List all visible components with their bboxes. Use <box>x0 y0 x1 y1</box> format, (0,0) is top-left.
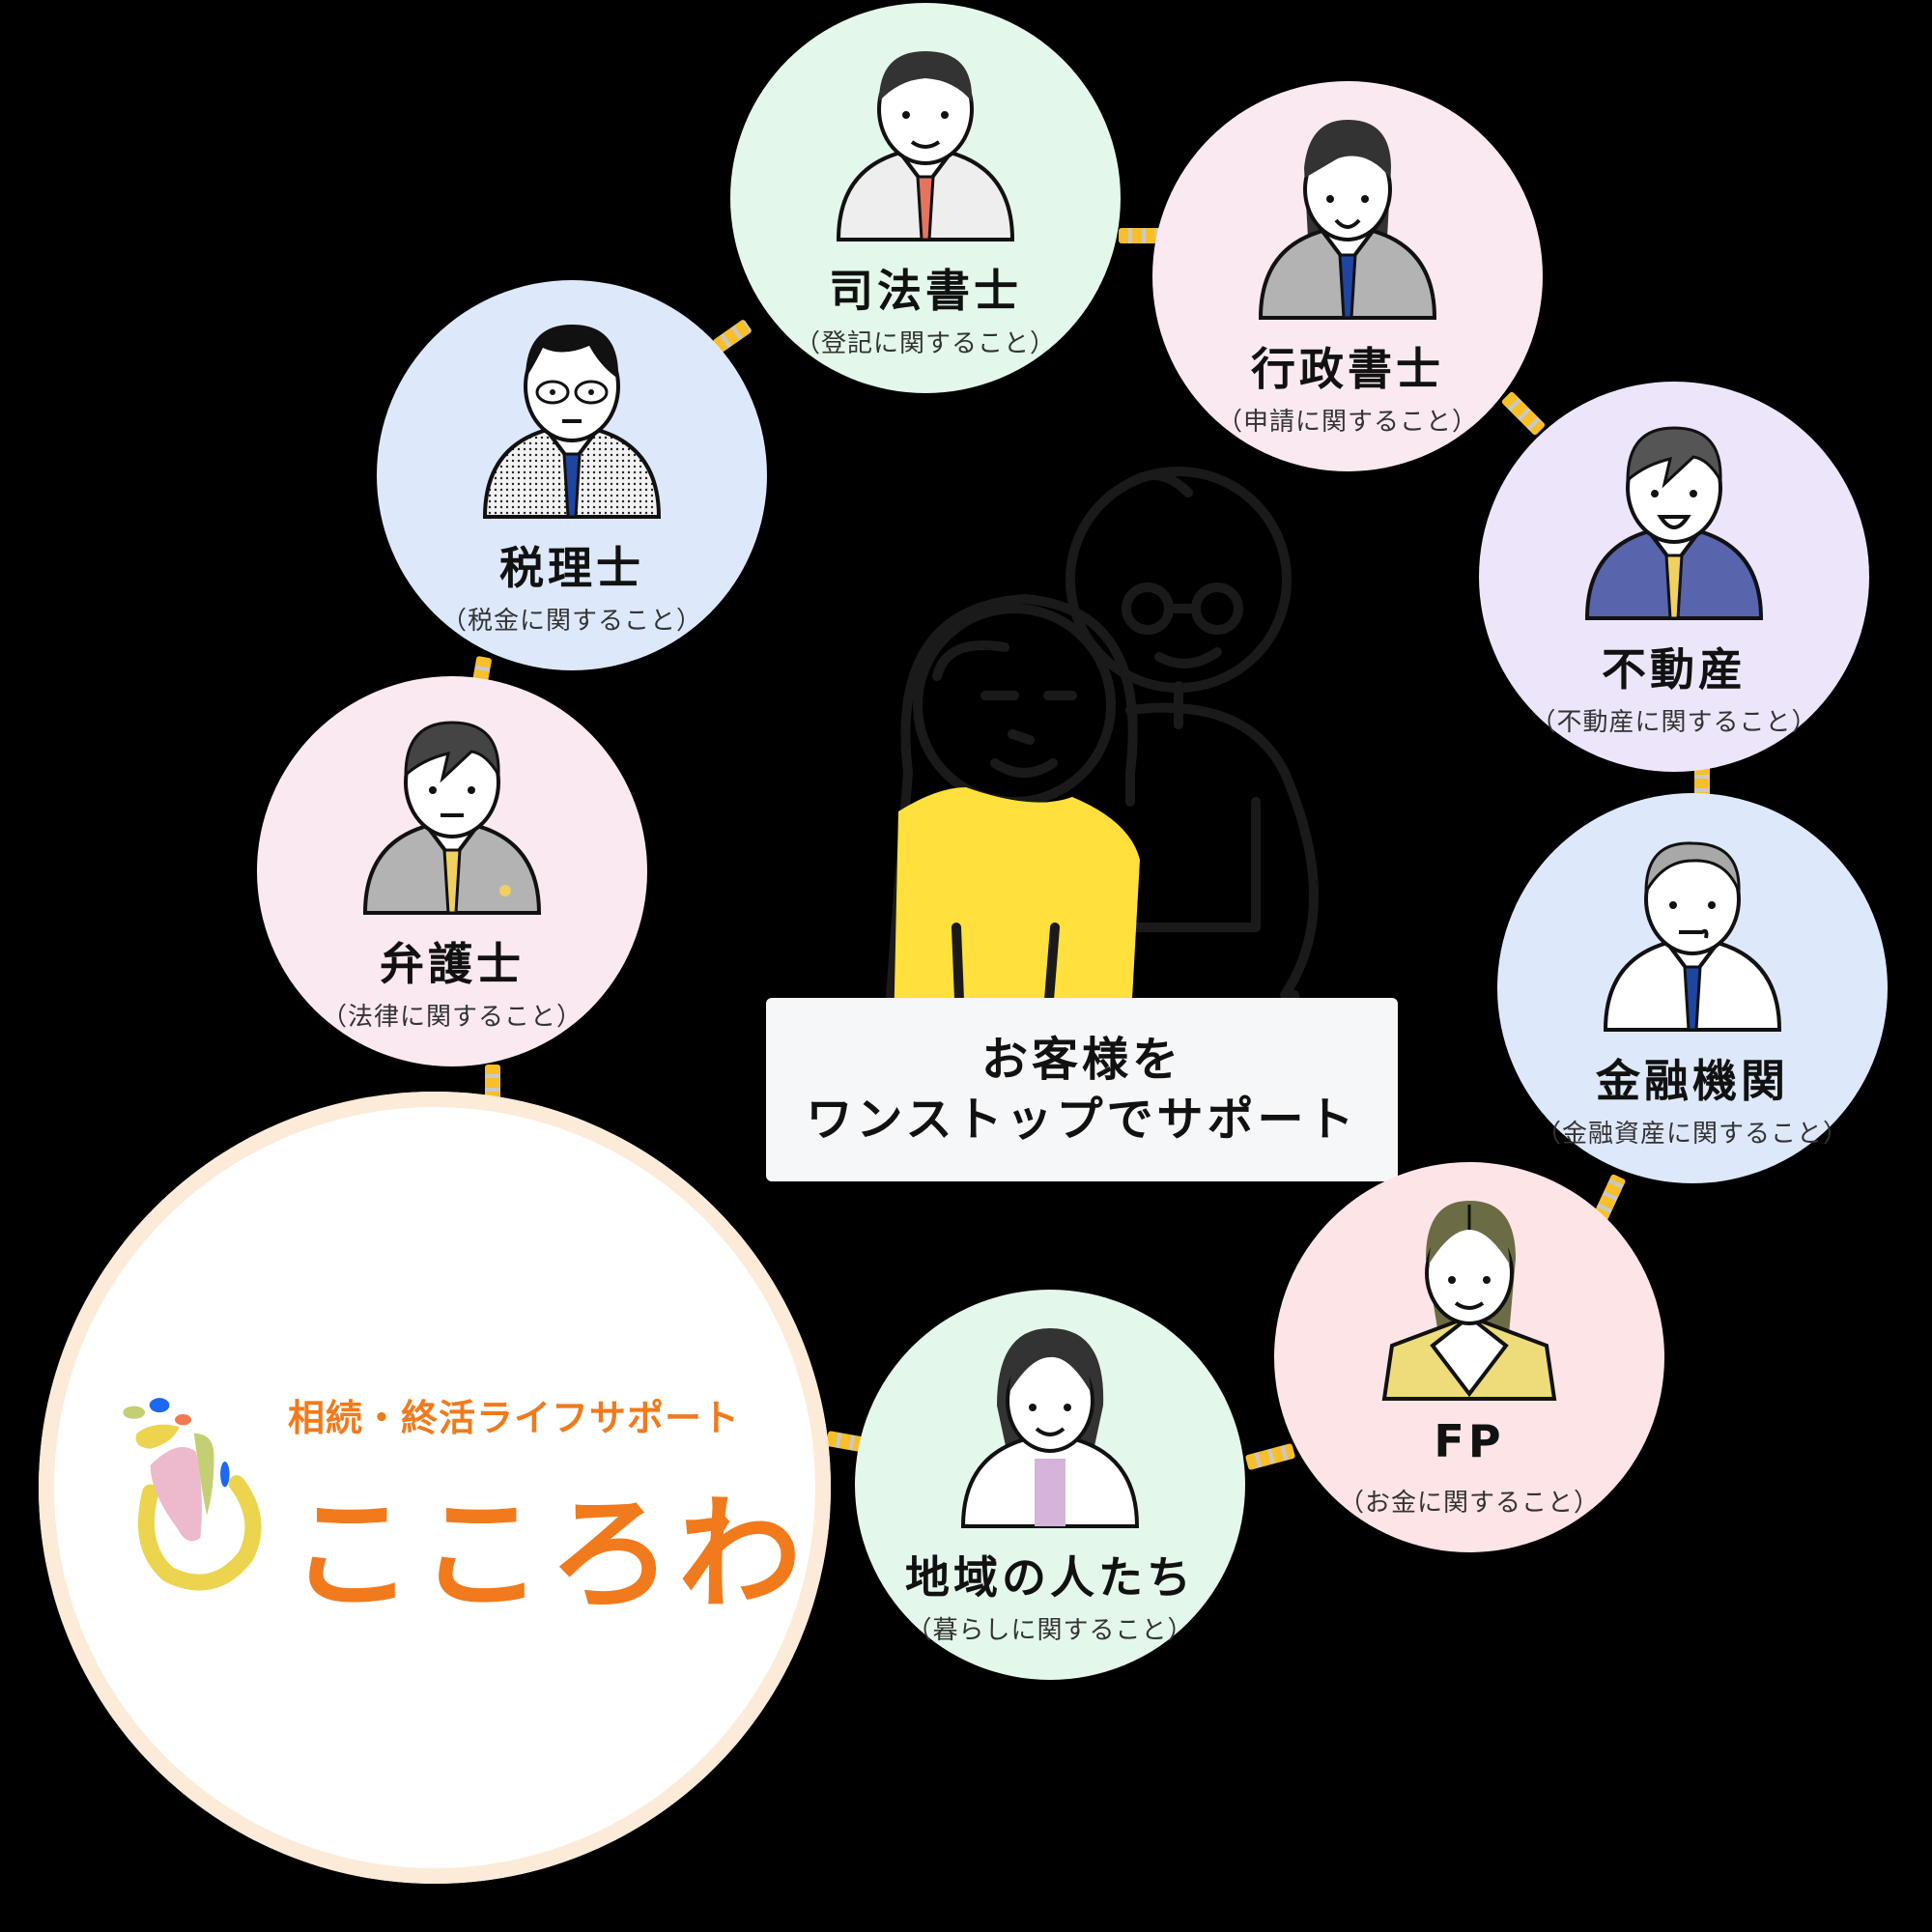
node-local-community: 地域の人たち （暮らしに関すること） <box>855 1290 1245 1680</box>
node-subtitle: （不動産に関すること） <box>1530 708 1818 737</box>
man-avatar-icon <box>362 721 542 915</box>
man-avatar-icon <box>1584 426 1764 620</box>
connector-shihou-gyousei <box>1119 228 1163 243</box>
node-subtitle: （金融資産に関すること） <box>1535 1120 1849 1149</box>
node-subtitle: （申請に関すること） <box>1216 408 1478 437</box>
woman-avatar-icon <box>960 1328 1140 1528</box>
node-title: 行政書士 <box>1251 343 1444 395</box>
woman-avatar-icon <box>1258 120 1437 320</box>
node-subtitle: （登記に関すること） <box>794 329 1056 358</box>
node-judicial-scrivener: 司法書士 （登記に関すること） <box>730 3 1121 393</box>
hub-tagline: 相続・終活ライフサポート <box>288 1397 741 1439</box>
node-subtitle: （お金に関すること） <box>1338 1489 1600 1518</box>
node-title: 地域の人たち <box>905 1551 1195 1604</box>
node-lawyer: 弁護士 （法律に関すること） <box>257 676 647 1066</box>
node-financial-planner: FP （お金に関すること） <box>1274 1162 1664 1552</box>
node-title: 弁護士 <box>380 938 525 990</box>
hub-brand-name: こころわ <box>290 1483 809 1627</box>
node-title: 金融機関 <box>1596 1055 1789 1107</box>
node-financial-institution: 金融機関 （金融資産に関すること） <box>1497 793 1888 1183</box>
man-with-glasses-avatar-icon <box>482 325 662 519</box>
caption-line-1: お客様を <box>980 1033 1182 1087</box>
node-subtitle: （暮らしに関すること） <box>906 1616 1194 1645</box>
node-subtitle: （税金に関すること） <box>440 607 702 636</box>
node-tax-accountant: 税理士 （税金に関すること） <box>377 280 767 670</box>
node-administrative-scrivener: 行政書士 （申請に関すること） <box>1152 81 1543 471</box>
kokorowa-logo-icon <box>123 1398 262 1591</box>
customers-illustration <box>884 467 1319 1034</box>
connector-bengo-hub <box>485 1065 500 1099</box>
man-avatar-icon <box>836 51 1015 242</box>
node-title: 不動産 <box>1602 643 1747 696</box>
node-real-estate: 不動産 （不動産に関すること） <box>1479 382 1869 772</box>
node-title: 司法書士 <box>829 265 1022 317</box>
node-title: 税理士 <box>499 542 644 594</box>
node-title: FP <box>1434 1415 1505 1467</box>
node-subtitle: （法律に関すること） <box>321 1003 582 1032</box>
senior-man-avatar-icon <box>1603 841 1782 1032</box>
center-caption: お客様を ワンストップでサポート <box>766 998 1398 1181</box>
woman-avatar-icon <box>1381 1201 1557 1401</box>
caption-line-2: ワンストップでサポート <box>806 1093 1358 1147</box>
